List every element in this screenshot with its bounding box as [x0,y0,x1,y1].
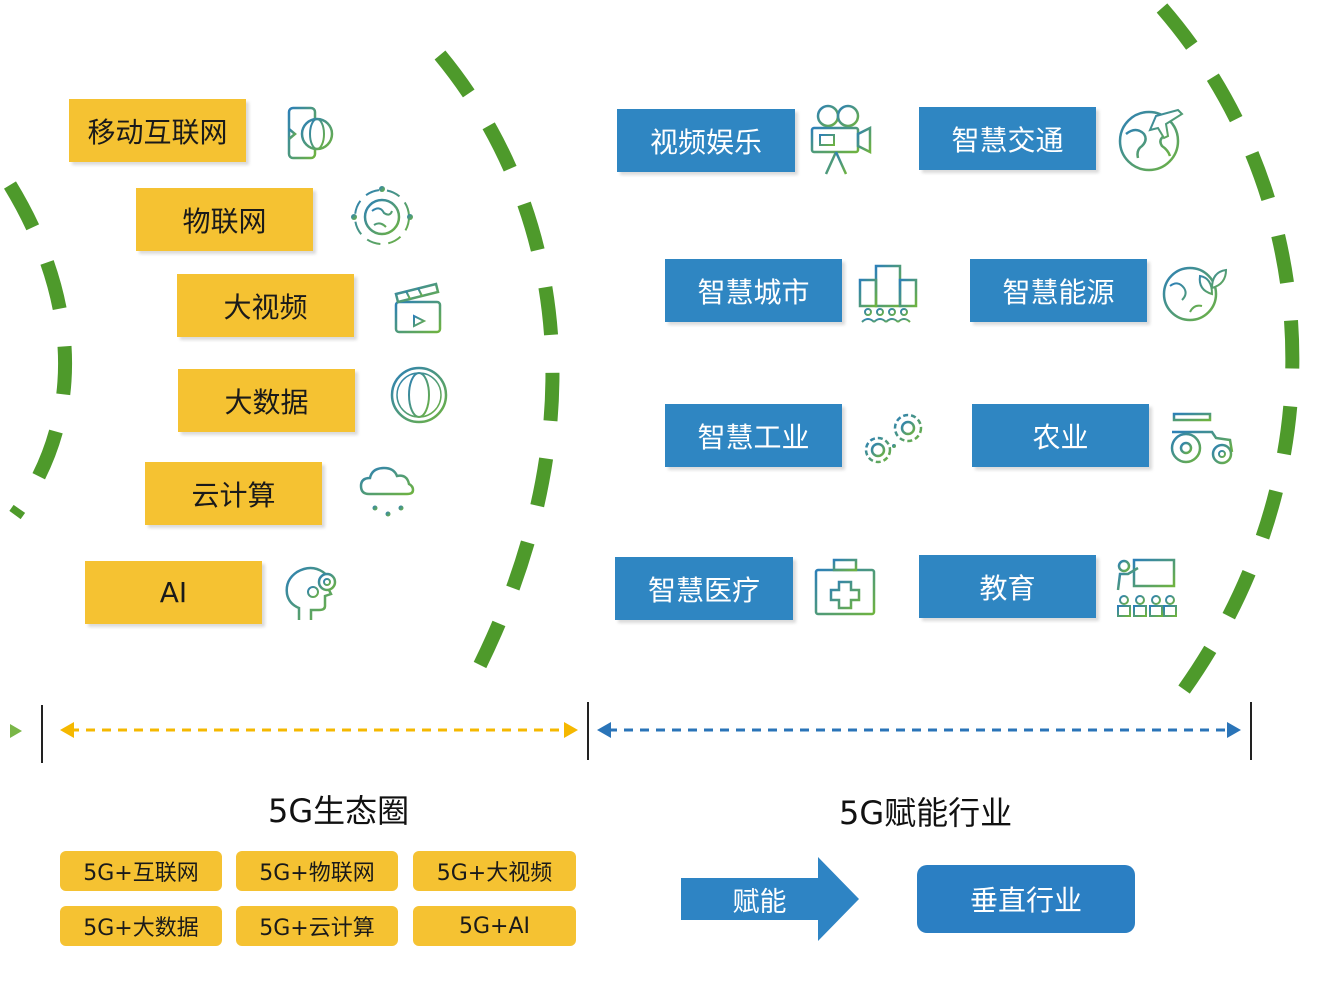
industry-item-smart-energy: 智慧能源 [970,259,1147,322]
ecosystem-item-mobile-internet: 移动互联网 [69,99,246,162]
industry-item-label: 智慧能源 [1002,275,1115,309]
ecosystem-pill: 5G+大视频 [413,851,576,891]
tractor-icon [1170,412,1234,465]
city-building-icon [858,264,918,323]
plane-globe-icon [1118,108,1184,172]
blue-arrowhead-left-icon [597,722,611,738]
classroom-icon [1116,558,1177,617]
industry-item-smart-transport: 智慧交通 [919,107,1096,170]
ecosystem-item-label: 移动互联网 [87,115,228,149]
vertical-industry-box: 垂直行业 [917,865,1135,933]
medical-kit-icon [814,558,876,616]
mobile-globe-icon [277,106,334,160]
industry-item-label: 智慧医疗 [647,573,760,607]
industry-item-education: 教育 [919,555,1096,618]
iot-globe-icon [351,186,413,245]
industry-item-video-entertainment: 视频娱乐 [617,109,795,172]
ecosystem-pill: 5G+互联网 [60,851,222,891]
clapperboard-icon [394,282,442,334]
cloud-circuit-icon [359,466,415,517]
video-camera-icon [810,104,872,175]
yellow-arrowhead-left-icon [60,722,74,738]
yellow-arrowhead-right-icon [564,722,578,738]
ecosystem-item-ai: AI [85,561,262,624]
ecosystem-pill: 5G+大数据 [60,906,222,946]
ecosystem-item-cloud: 云计算 [145,462,322,525]
industry-item-agriculture: 农业 [972,404,1149,467]
left-edge-dashed-arc [4,181,72,520]
industry-item-label: 智慧交通 [951,123,1064,157]
industry-item-label: 智慧城市 [697,275,810,309]
industry-item-label: 教育 [979,571,1036,605]
ecosystem-item-label: 云计算 [191,478,276,512]
ecosystem-item-label: 物联网 [182,204,267,238]
ecosystem-item-video: 大视频 [177,274,354,337]
industry-section-label: 5G赋能行业 [839,794,1013,832]
green-pointer-icon [10,724,22,738]
ecosystem-item-iot: 物联网 [136,188,313,251]
ecosystem-pill: 5G+云计算 [236,906,398,946]
enable-arrow-label: 赋能 [732,886,787,918]
industry-item-label: 智慧工业 [697,420,810,454]
ai-head-gear-icon [285,566,337,620]
ecosystem-section-label: 5G生态圈 [268,792,410,830]
ecosystem-pill: 5G+物联网 [236,851,398,891]
ecosystem-item-label: 大数据 [224,385,309,419]
ecosystem-pill: 5G+AI [413,906,576,946]
ecosystem-item-bigdata: 大数据 [178,369,355,432]
industry-item-label: 农业 [1032,420,1089,454]
ecosystem-item-label: AI [159,576,188,609]
ecosystem-item-label: 大视频 [223,290,308,324]
industry-item-label: 视频娱乐 [649,125,762,159]
enable-arrow-icon [681,857,859,941]
blue-arrowhead-right-icon [1227,722,1241,738]
industry-item-smart-medical: 智慧医疗 [615,557,793,620]
plant-globe-icon [1162,266,1228,324]
ecosystem-dashed-arc [434,50,560,669]
vertical-industry-label: 垂直行业 [969,884,1082,917]
data-globe-icon [390,366,448,424]
industry-dashed-arc [1156,3,1300,703]
industry-item-smart-industry: 智慧工业 [665,404,842,467]
gears-icon [864,413,923,464]
industry-item-smart-city: 智慧城市 [665,259,842,322]
